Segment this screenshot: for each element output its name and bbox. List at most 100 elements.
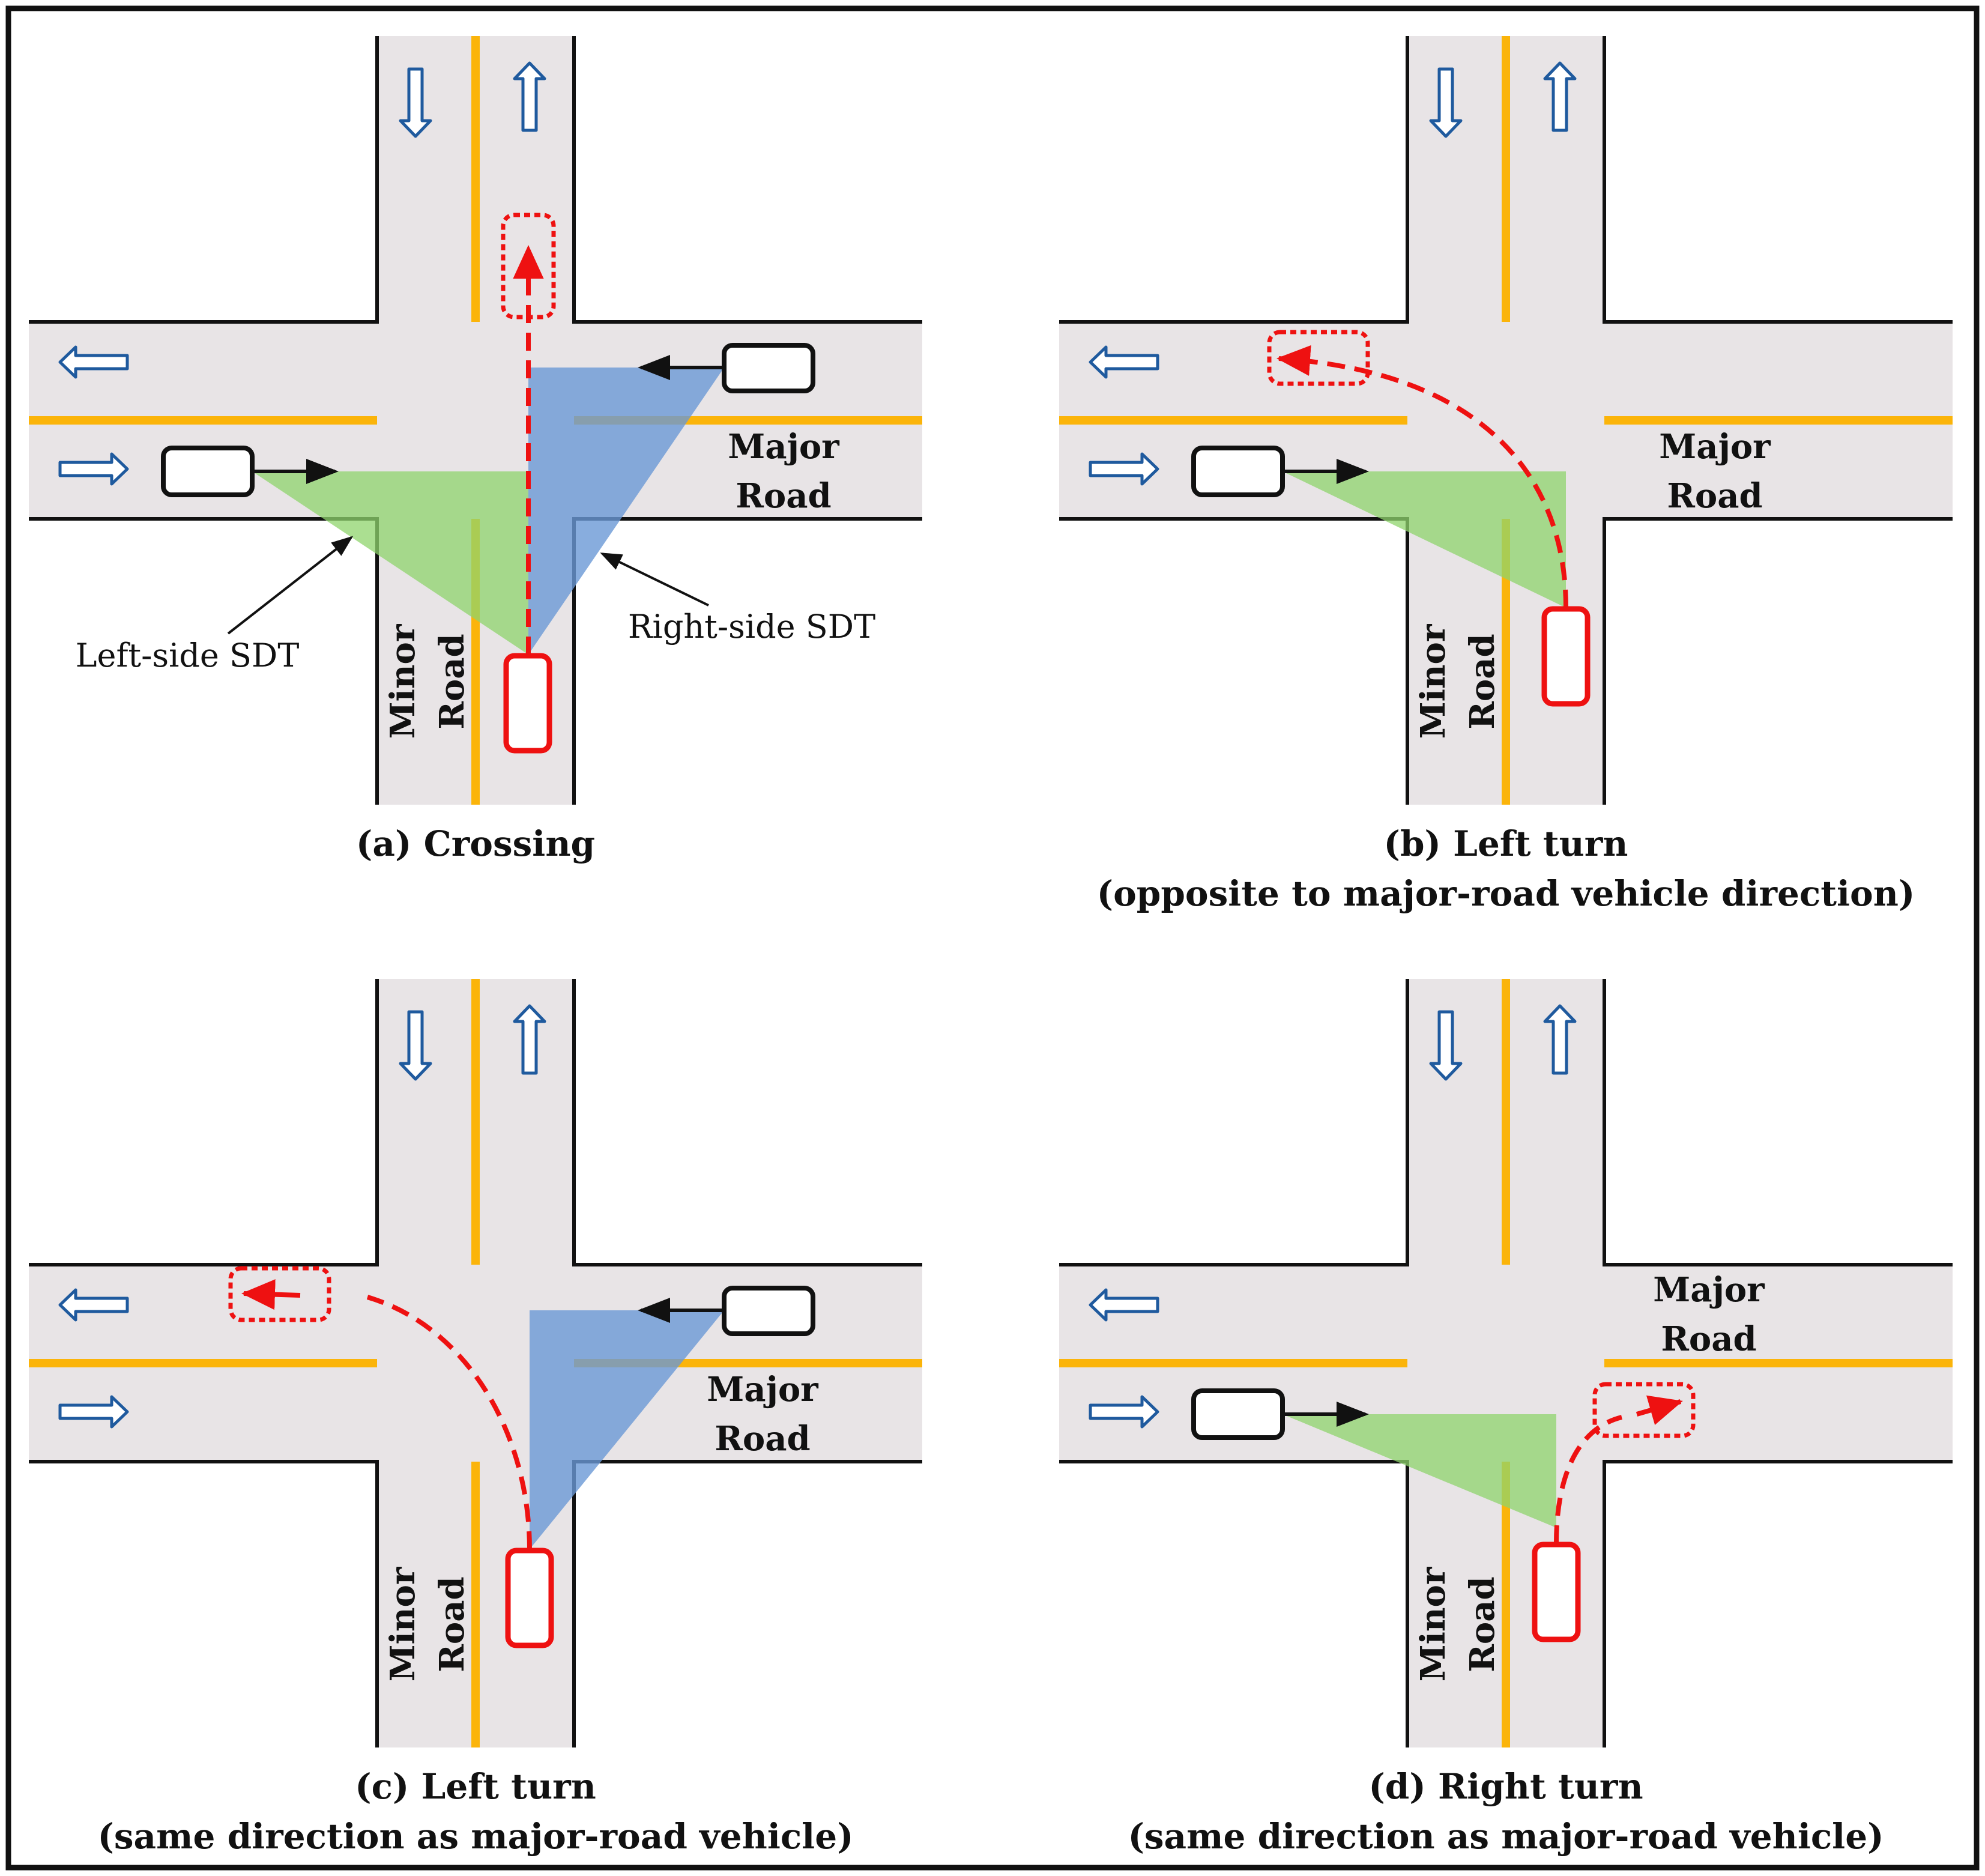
panel-b: Major Road Minor Road (b) Left turn (opp… [1059, 36, 1953, 914]
roads [29, 979, 922, 1747]
major-vehicle-westbound [722, 343, 815, 393]
road-edge-bottom-right [572, 517, 922, 805]
lane-arrow-east-icon [58, 1395, 129, 1429]
minor-road-label: Minor Road [383, 623, 472, 739]
road-edge-bottom-right [1603, 1460, 1953, 1747]
left-side-sdt-triangle [252, 471, 528, 655]
left-sdt-pointer [227, 536, 354, 635]
panel-a-caption-line1: (a) Crossing [356, 823, 595, 864]
lane-arrow-north-icon [513, 61, 546, 132]
minor-vehicle-path [1277, 345, 1568, 608]
left-side-sdt-triangle [1283, 1414, 1556, 1528]
major-road-label-line1: Major [1653, 1270, 1765, 1310]
lane-arrow-east-icon [1089, 452, 1159, 486]
lane-arrow-west-icon [58, 1288, 129, 1322]
major-road-label-line2: Road [1661, 1319, 1756, 1359]
panel-d-caption-line2: (same direction as major-road vehicle) [1128, 1816, 1884, 1857]
minor-vehicle [1532, 1542, 1581, 1642]
minor-vehicle [503, 653, 552, 754]
roads [29, 36, 922, 805]
lane-arrow-west-icon [1089, 1288, 1159, 1322]
roads [1059, 979, 1953, 1747]
minor-vehicle [1541, 606, 1591, 707]
left-sdt-label: Left-side SDT [76, 637, 300, 674]
major-road-label-line1: Major [1659, 427, 1771, 467]
major-road-label-line1: Major [728, 427, 840, 467]
major-road-label: Major Road [1653, 1270, 1765, 1359]
lane-arrow-south-icon [399, 67, 432, 138]
minor-vehicle-final-position [501, 213, 556, 319]
minor-road-label-line2: Road [1463, 634, 1502, 729]
lane-arrows [1089, 1004, 1577, 1429]
major-road-label: Major Road [707, 1370, 819, 1459]
minor-vehicle [505, 1548, 554, 1648]
lane-arrow-north-icon [1543, 61, 1577, 132]
lane-arrows [1089, 61, 1577, 486]
minor-road-label-line1: Minor [1413, 623, 1453, 739]
road-edge-bottom-left [1059, 517, 1409, 805]
major-vehicle-westbound [722, 1286, 815, 1336]
minor-road-label-line2: Road [432, 1576, 472, 1672]
road-edge-bottom-left [29, 1460, 379, 1747]
minor-road-label: Minor Road [383, 1566, 472, 1681]
lane-arrow-south-icon [1429, 1010, 1463, 1081]
road-edge-top-right [572, 36, 922, 324]
panel-c-caption-line1: (c) Left turn [355, 1766, 596, 1807]
lane-arrow-east-icon [1089, 1395, 1159, 1429]
road-edge-top-right [1603, 36, 1953, 324]
minor-road-label-line1: Minor [383, 623, 423, 739]
left-side-sdt-triangle [1283, 471, 1566, 608]
lane-arrow-north-icon [513, 1004, 546, 1075]
right-sdt-label: Right-side SDT [628, 608, 875, 646]
major-road-label: Major Road [728, 427, 840, 516]
lane-arrow-north-icon [1543, 1004, 1577, 1075]
major-vehicle-eastbound [161, 446, 255, 497]
road-edge-top-left [1059, 979, 1409, 1266]
panel-d-caption-line1: (d) Right turn [1368, 1766, 1643, 1807]
major-road-label-line1: Major [707, 1370, 819, 1409]
lane-arrow-west-icon [1089, 345, 1159, 379]
lane-arrows [58, 1004, 546, 1429]
minor-vehicle-final-position [1592, 1382, 1696, 1438]
major-vehicle-eastbound [1191, 446, 1285, 497]
panel-b-caption-line1: (b) Left turn [1384, 823, 1628, 864]
lane-arrows [58, 61, 546, 486]
minor-road-label-line2: Road [1463, 1576, 1502, 1672]
major-road-label-line2: Road [715, 1419, 810, 1459]
road-edge-bottom-right [572, 1460, 922, 1747]
right-sdt-pointer [600, 552, 709, 607]
road-edge-top-left [29, 979, 379, 1266]
minor-road-label-line1: Minor [1413, 1566, 1453, 1681]
road-edge-bottom-right [1603, 517, 1953, 805]
lane-arrow-west-icon [58, 345, 129, 379]
right-side-sdt-triangle [528, 368, 724, 655]
minor-vehicle-path [1554, 1415, 1622, 1544]
roads [1059, 36, 1953, 805]
minor-road-label: Minor Road [1413, 1566, 1502, 1681]
road-edge-bottom-left [1059, 1460, 1409, 1747]
major-road-label: Major Road [1659, 427, 1771, 516]
minor-vehicle-path-arrowhead [241, 1279, 301, 1310]
panel-d: Major Road Minor Road (d) Right turn (sa… [1059, 979, 1953, 1857]
minor-vehicle-final-position [228, 1266, 331, 1322]
panel-a: Major Road Minor Road Left-side SDT Righ… [29, 36, 922, 864]
panel-c-caption-line2: (same direction as major-road vehicle) [97, 1816, 853, 1857]
road-edge-top-left [29, 36, 379, 324]
minor-road-label-line2: Road [432, 634, 472, 729]
lane-arrow-east-icon [58, 452, 129, 486]
minor-vehicle-path [366, 1295, 532, 1550]
major-vehicle-eastbound [1191, 1388, 1285, 1440]
minor-vehicle-final-position [1267, 330, 1370, 386]
lane-arrow-south-icon [399, 1010, 432, 1081]
figure-border [5, 5, 1980, 1871]
lane-arrow-south-icon [1429, 67, 1463, 138]
panel-b-caption-line2: (opposite to major-road vehicle directio… [1097, 873, 1915, 914]
panel-c: Major Road Minor Road (c) Left turn (sam… [29, 979, 922, 1857]
major-road-label-line2: Road [736, 476, 831, 516]
road-edge-top-left [1059, 36, 1409, 324]
road-edge-top-right [1603, 979, 1953, 1266]
right-side-sdt-triangle [530, 1310, 724, 1549]
minor-road-label-line1: Minor [383, 1566, 423, 1681]
